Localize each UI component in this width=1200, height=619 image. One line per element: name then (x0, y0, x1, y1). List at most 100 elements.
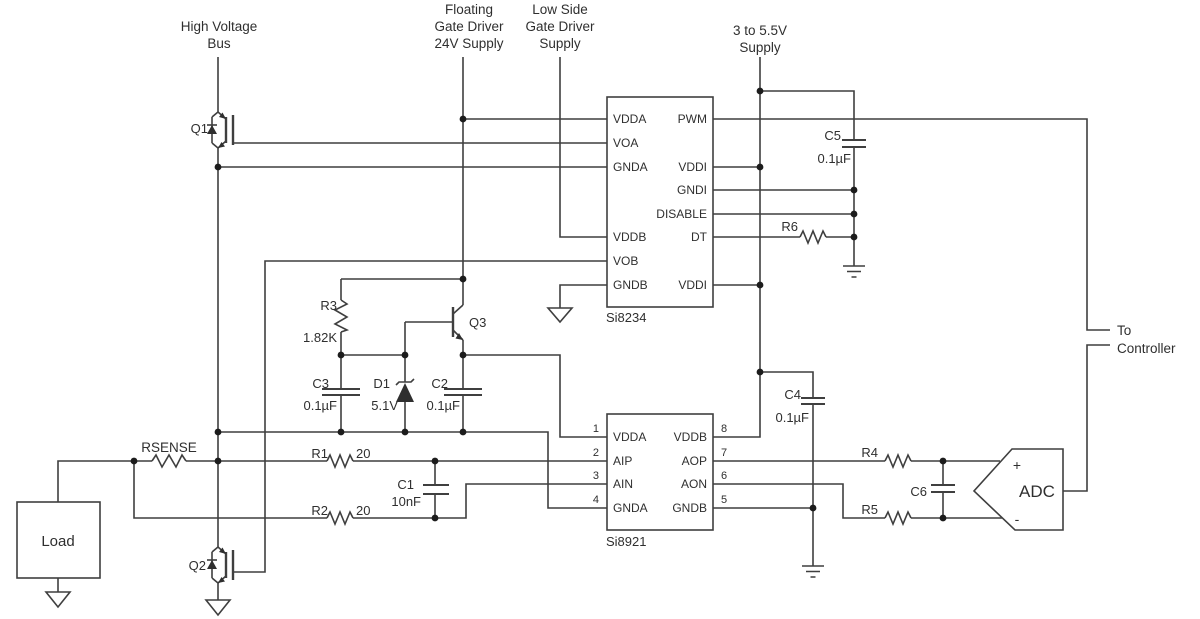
adc-label: ADC (1019, 482, 1055, 501)
load-label: Load (41, 533, 74, 550)
d1-value: 5.1V (371, 398, 398, 413)
pin-label: GNDB (613, 278, 648, 292)
wire-lowside-supply (559, 57, 607, 238)
junction-dots (130, 87, 947, 522)
collector-arrow-icon (219, 547, 226, 554)
r2-label: R2 (311, 503, 328, 518)
pin-number: 1 (593, 423, 599, 435)
adc-plus-input: + (1013, 457, 1021, 473)
emitter-arrow-icon (455, 333, 463, 340)
ic-name: Si8234 (606, 310, 646, 325)
wire-nodeB-to-vdda (463, 354, 607, 438)
signal-ground-icon (44, 591, 72, 609)
label-logic-supply: Supply (739, 40, 781, 55)
capacitor-c1: C1 10nF (391, 477, 449, 509)
zener-triangle-icon (396, 383, 414, 402)
capacitor-c2: C2 0.1µF (426, 376, 482, 413)
pin-label: VOA (613, 136, 638, 150)
c6-label: C6 (910, 484, 927, 499)
wire-vob (233, 260, 607, 573)
r1-label: R1 (311, 446, 328, 461)
earth-ground-icon (843, 265, 865, 278)
wire-c4-branch (760, 371, 814, 566)
wire-q3-base (404, 321, 453, 355)
pin-label: PWM (678, 112, 707, 126)
label-high-voltage-bus: High Voltage (181, 19, 258, 34)
pin-number: 6 (721, 470, 727, 482)
label-high-voltage-bus: Bus (207, 36, 231, 51)
wire-c5-branch (760, 90, 855, 266)
capacitor-c6: C6 (910, 483, 955, 499)
emitter-arrow-icon (218, 142, 225, 148)
wire-ain (133, 461, 607, 519)
pin-label: GNDA (613, 501, 648, 515)
c2-value: 0.1µF (426, 398, 460, 413)
pin-number: 7 (721, 447, 727, 459)
wire-pwm (713, 118, 1110, 331)
c1-value: 10nF (391, 494, 421, 509)
pin-number: 8 (721, 423, 727, 435)
pin-label: DT (691, 230, 708, 244)
pin-label: VDDB (674, 430, 707, 444)
signal-ground-icon (204, 599, 232, 617)
c5-value: 0.1µF (817, 151, 851, 166)
earth-ground-icon (802, 565, 824, 578)
ic-name: Si8921 (606, 534, 646, 549)
resistor-r6: R6 (781, 219, 827, 246)
to-controller-annotation: To Controller (1117, 323, 1176, 356)
zener-d1: D1 5.1V (371, 376, 415, 413)
resistor-rsense: RSENSE (141, 440, 197, 469)
r3-value: 1.82K (303, 330, 337, 345)
resistor-r3: R3 1.82K (303, 298, 350, 345)
label-floating-supply: 24V Supply (434, 36, 503, 51)
label-lowside-supply: Low Side (532, 2, 588, 17)
wire-logic-supply (713, 57, 761, 438)
adc-minus-input: - (1015, 511, 1020, 527)
r4-label: R4 (861, 445, 878, 460)
pin-number: 5 (721, 494, 727, 506)
ic-si8234: VDDA VOA GNDA VDDB VOB GNDB PWM VDDI GND… (606, 96, 714, 325)
label-lowside-supply: Gate Driver (525, 19, 595, 34)
ground-symbols (44, 265, 865, 617)
r5-label: R5 (861, 502, 878, 517)
label-floating-supply: Gate Driver (434, 19, 504, 34)
pin-label: AOP (682, 454, 707, 468)
c3-label: C3 (312, 376, 329, 391)
pin-number: 2 (593, 447, 599, 459)
c1-label: C1 (397, 477, 414, 492)
wire-adc-out (1063, 344, 1110, 492)
wire-phase-rail-to-gnda (218, 431, 607, 509)
q2-label: Q2 (189, 558, 206, 573)
r6-label: R6 (781, 219, 798, 234)
pin-label: AIN (613, 477, 633, 491)
q3-label: Q3 (469, 315, 486, 330)
wire-gndb-si8234 (559, 284, 607, 308)
resistor-r4: R4 (861, 445, 912, 470)
pin-label: VDDI (678, 278, 707, 292)
resistor-r1: R1 20 (311, 446, 370, 470)
pin-label: GNDB (672, 501, 707, 515)
wire-aon (713, 483, 1002, 519)
q1-label: Q1 (191, 121, 208, 136)
pin-label: GNDA (613, 160, 648, 174)
r2-value: 20 (356, 503, 370, 518)
capacitor-c4: C4 0.1µF (775, 387, 825, 425)
capacitor-c5: C5 0.1µF (817, 128, 866, 166)
pin-label: VDDI (678, 160, 707, 174)
pin-label: AON (681, 477, 707, 491)
adc-block: ADC + - (972, 448, 1064, 531)
pin-label: VDDB (613, 230, 646, 244)
load-block: Load (16, 501, 101, 579)
collector-arrow-icon (219, 112, 226, 119)
c4-value: 0.1µF (775, 410, 809, 425)
emitter-arrow-icon (218, 577, 225, 583)
pin-label: GNDI (677, 183, 707, 197)
pin-label: VOB (613, 254, 638, 268)
c2-label: C2 (431, 376, 448, 391)
c3-value: 0.1µF (303, 398, 337, 413)
pin-label: VDDA (613, 112, 646, 126)
d1-label: D1 (373, 376, 390, 391)
pin-label: AIP (613, 454, 632, 468)
signal-ground-icon (546, 307, 574, 324)
